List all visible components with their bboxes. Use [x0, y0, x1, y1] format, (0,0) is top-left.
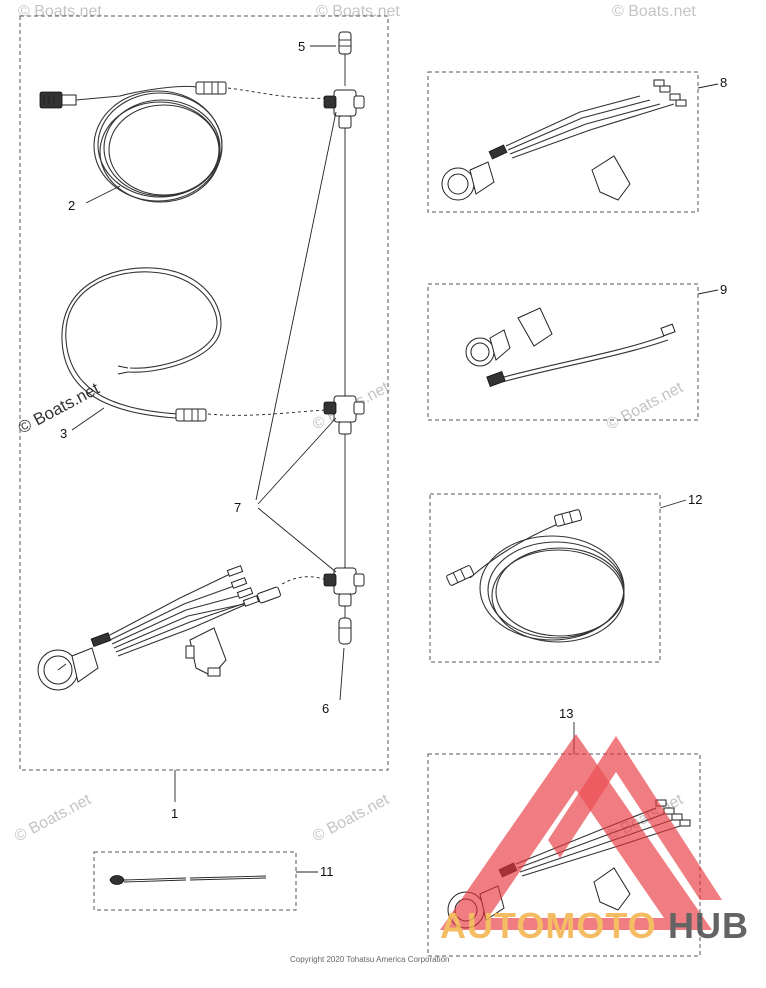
watermark-text: © Boats.net: [604, 379, 686, 434]
leader-line-9: [697, 289, 719, 295]
callout-1: 1: [171, 806, 178, 821]
t-connector-middle: [323, 395, 365, 435]
callout-13: 13: [559, 706, 573, 721]
terminator-6: [338, 606, 352, 645]
gauge-assembly-1: [37, 565, 327, 691]
watermark-text: © Boats.net: [612, 3, 696, 20]
logo-text-hub: HUB: [668, 905, 749, 946]
leader-lines-7: [255, 111, 337, 573]
watermark-text: © Boats.net: [310, 791, 392, 846]
logo-triangle-mark: [440, 734, 722, 930]
kit-box-9: [427, 283, 699, 421]
kit-box-8: [427, 71, 699, 213]
callout-8: 8: [720, 75, 727, 90]
t-connector-top: [323, 89, 365, 129]
kit-box-11: [93, 851, 297, 911]
copyright-text: Copyright 2020 Tohatsu America Corporati…: [290, 955, 450, 964]
kit-box-1: [19, 15, 389, 771]
callout-2: 2: [68, 198, 75, 213]
cable-harness-3: [61, 267, 327, 422]
kit-box-12: [429, 493, 661, 663]
logo-text-automoto: AUTOMOTO: [440, 905, 657, 946]
watermark-text: © Boats.net: [18, 3, 102, 20]
t-connector-bottom: [323, 567, 365, 607]
callout-3: 3: [60, 426, 67, 441]
leader-line-3: [71, 407, 105, 431]
gauge-kit-9: [465, 307, 676, 387]
terminator-5: [338, 31, 352, 86]
callout-7: 7: [234, 500, 241, 515]
cable-harness-2: [39, 81, 331, 203]
callout-6: 6: [322, 701, 329, 716]
leader-line-8: [697, 83, 719, 89]
leader-line-2: [85, 185, 121, 204]
watermark-text: © Boats.net: [12, 791, 94, 846]
automotohub-logo: AUTOMOTO HUB: [440, 734, 749, 946]
callout-9: 9: [720, 282, 727, 297]
leader-line-12: [659, 499, 687, 509]
extension-cable-12: [446, 509, 625, 643]
callout-11: 11: [320, 864, 334, 879]
watermark-text: © Boats.net: [316, 3, 400, 20]
sensor-probe-11: [109, 875, 267, 885]
callout-5: 5: [298, 39, 305, 54]
gauge-kit-8: [441, 79, 687, 201]
callout-12: 12: [688, 492, 702, 507]
leader-line-6: [339, 647, 345, 701]
